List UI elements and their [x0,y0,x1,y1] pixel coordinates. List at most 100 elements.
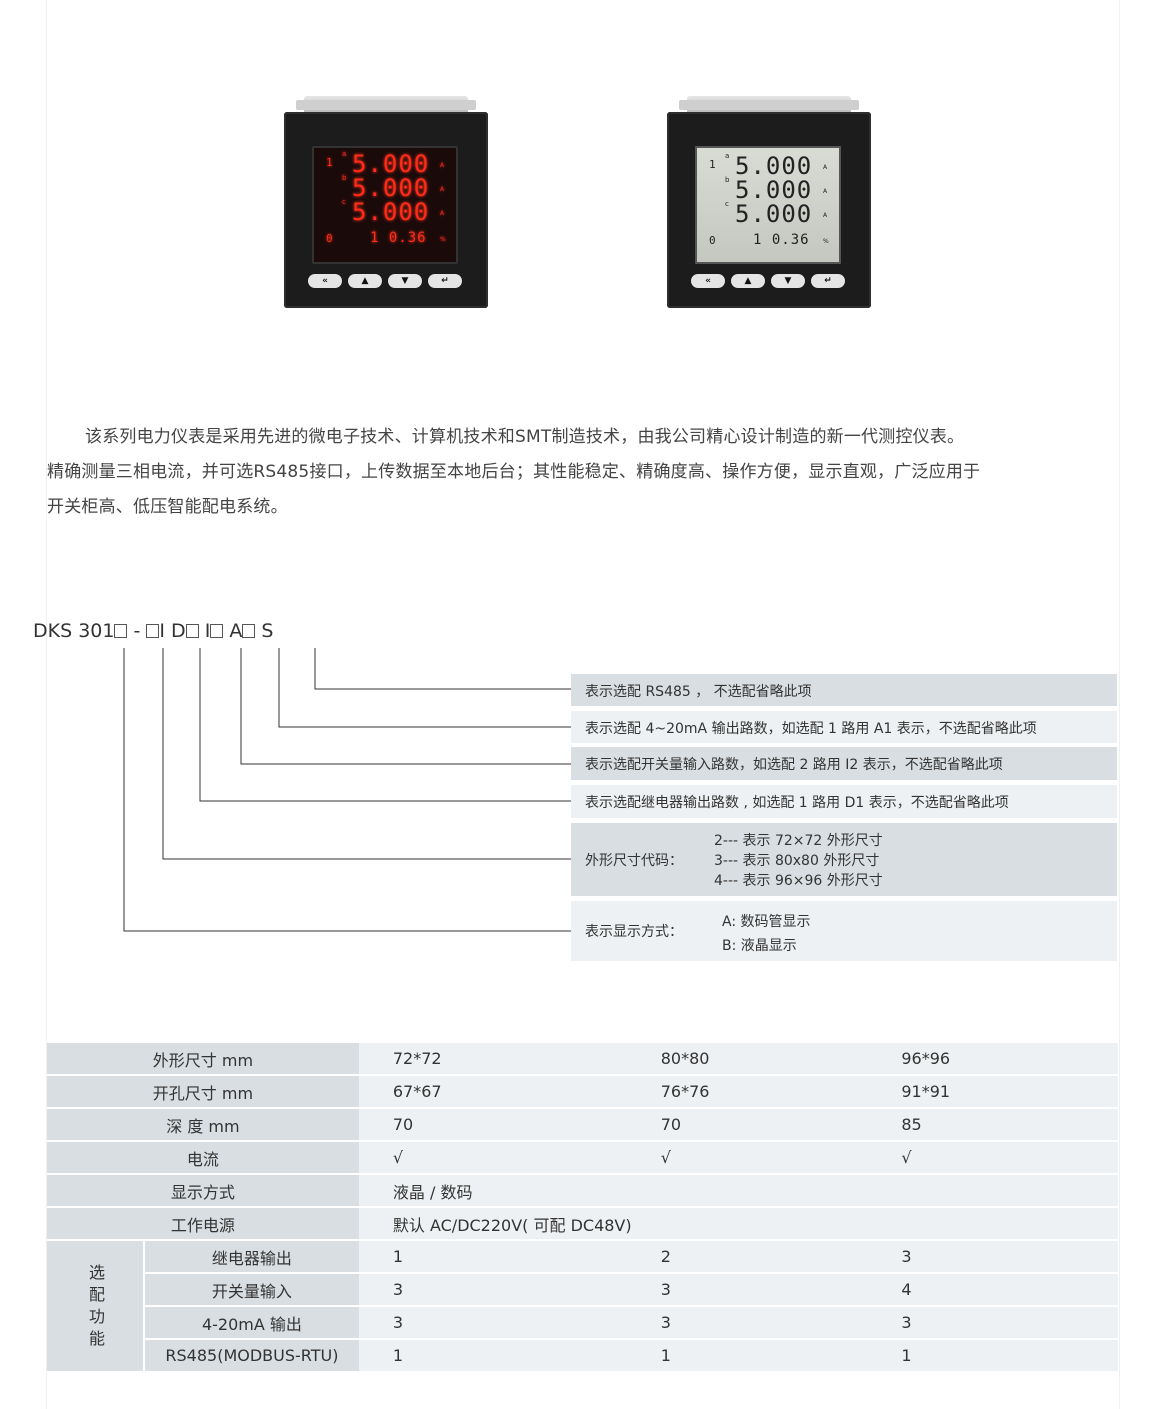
phase-sub: c [342,198,346,206]
lcd-meter-image: 1 a 5.000 A b 5.000 A c 5.000 A 0 1 0.36… [667,96,871,310]
table-cell: 91*91 [867,1076,1118,1109]
row-header: 显示方式 [47,1175,359,1208]
leader-display [123,648,571,932]
bottom-value: 1 0.36 [753,232,810,248]
leader-analog [278,648,571,728]
table-cell: 85 [867,1109,1118,1142]
phase-label: 1 [709,158,716,171]
row-header: 继电器输出 [145,1241,359,1274]
bottom-value: 1 0.36 [370,230,427,246]
description-line-1: 该系列电力仪表是采用先进的微电子技术、计算机技术和SMT制造技术，由我公司精心设… [47,420,1117,455]
model-code: DKS 301 - I D I A S [33,620,274,642]
table-cell: 3 [626,1274,868,1307]
table-cell: 1 [867,1340,1118,1373]
table-row: 电流 √ √ √ [47,1142,1118,1175]
placeholder-box [210,624,224,638]
table-row: 显示方式 液晶 / 数码 [47,1175,1118,1208]
row-header: 开关量输入 [145,1274,359,1307]
placeholder-box [114,624,128,638]
leader-relay [199,648,571,802]
unit-label: A [823,212,828,219]
table-row: 深 度 mm 70 70 85 [47,1109,1118,1142]
model-segment-i: I [198,620,211,642]
size-item: 2--- 表示 72×72 外形尺寸 [714,833,883,849]
table-cell: √ [358,1142,627,1175]
unit-label: A [823,188,828,195]
model-segment-a: A [223,620,243,642]
meter-keys: « ▲ ▼ ↵ [306,274,466,290]
table-row: 工作电源 默认 AC/DC220V( 可配 DC48V) [47,1208,1118,1241]
display-row-b: b 5.000 A [312,174,458,202]
table-cell: 1 [626,1340,868,1373]
up-key-icon: ▲ [731,274,765,288]
display-row-a: 1 a 5.000 A [695,152,841,180]
mounting-clip [296,96,476,112]
table-cell: √ [626,1142,868,1175]
option-text: 表示选配开关量输入路数，如选配 2 路用 I2 表示，不选配省略此项 [585,757,1003,773]
lcd-display: 1 a 5.000 A b 5.000 A c 5.000 A 0 1 0.36… [695,146,841,264]
display-row-b: b 5.000 A [695,176,841,204]
back-key-icon: « [691,274,725,288]
current-value: 5.000 [352,174,430,202]
table-cell: 76*76 [626,1076,868,1109]
enter-key-icon: ↵ [811,274,845,288]
display-row-c: c 5.000 A [695,200,841,228]
leader-size [162,648,571,860]
option-label: 表示显示方式： [585,924,683,940]
mounting-clip [679,96,859,112]
unit-label: % [440,236,446,243]
description-line-2: 精确测量三相电流，并可选RS485接口，上传数据至本地后台；其性能稳定、精确度高… [47,462,981,482]
unit-label: A [823,164,828,171]
description-line-3: 开关柜高、低压智能配电系统。 [47,497,288,517]
current-value: 5.000 [735,200,813,228]
option-label: 外形尺寸代码： [585,853,683,869]
table-cell: 96*96 [867,1043,1118,1076]
down-key-icon: ▼ [771,274,805,288]
table-cell: √ [867,1142,1118,1175]
display-row-bottom: 0 1 0.36 % [695,226,841,252]
model-prefix: DKS 301 [33,620,115,642]
display-list: A: 数码管显示 B: 液晶显示 [722,910,811,958]
row-header: 4-20mA 输出 [145,1307,359,1340]
display-row-a: 1 a 5.000 A [312,150,458,178]
table-cell: 72*72 [358,1043,627,1076]
table-cell: 3 [358,1307,627,1340]
table-cell: 1 [358,1340,627,1373]
option-text: 表示选配 RS485 ， 不选配省略此项 [585,684,812,700]
display-row-bottom: 0 1 0.36 % [312,224,458,250]
display-item: B: 液晶显示 [722,938,797,954]
placeholder-box [146,624,160,638]
table-row: 4-20mA 输出 3 3 3 [47,1307,1118,1340]
phase-sub: b [725,176,730,184]
row-header: 工作电源 [47,1208,359,1241]
table-cell: 3 [867,1241,1118,1274]
current-value: 5.000 [352,198,430,226]
placeholder-box [242,624,256,638]
table-cell: 70 [626,1109,868,1142]
current-value: 5.000 [352,150,430,178]
model-leader-lines [123,648,571,932]
table-row: 选配功能 继电器输出 1 2 3 [47,1241,1118,1373]
option-relay: 表示选配继电器输出路数 , 如选配 1 路用 D1 表示，不选配省略此项 [571,785,1117,818]
model-dash: - [127,620,147,642]
table-cell: 70 [358,1109,627,1142]
phase-sub: b [342,174,347,182]
row-header: 深 度 mm [47,1109,359,1142]
table-row: RS485(MODBUS-RTU) 1 1 1 [47,1340,1118,1373]
table-cell: 2 [626,1241,868,1274]
phase-sub: a [725,152,730,160]
option-text: 表示选配继电器输出路数 , 如选配 1 路用 D1 表示，不选配省略此项 [585,795,1009,811]
option-rs485: 表示选配 RS485 ， 不选配省略此项 [571,674,1117,706]
option-analog: 表示选配 4~20mA 输出路数，如选配 1 路用 A1 表示，不选配省略此项 [571,711,1117,743]
optional-features-label: 选配功能 [47,1241,145,1373]
table-cell: 默认 AC/DC220V( 可配 DC48V) [358,1208,1118,1241]
display-item: A: 数码管显示 [722,914,811,930]
table-cell: 1 [358,1241,627,1274]
product-description: 该系列电力仪表是采用先进的微电子技术、计算机技术和SMT制造技术，由我公司精心设… [47,420,1117,525]
page-frame [46,0,1120,1409]
current-value: 5.000 [735,152,813,180]
led-display: 1 a 5.000 A b 5.000 A c 5.000 A 0 1 0.36… [312,146,458,264]
spec-table: 外形尺寸 mm 72*72 80*80 96*96 开孔尺寸 mm 67*67 … [47,1043,1118,1373]
option-size-code: 外形尺寸代码： 2--- 表示 72×72 外形尺寸 3--- 表示 80x80… [571,823,1117,896]
table-cell: 4 [867,1274,1118,1307]
